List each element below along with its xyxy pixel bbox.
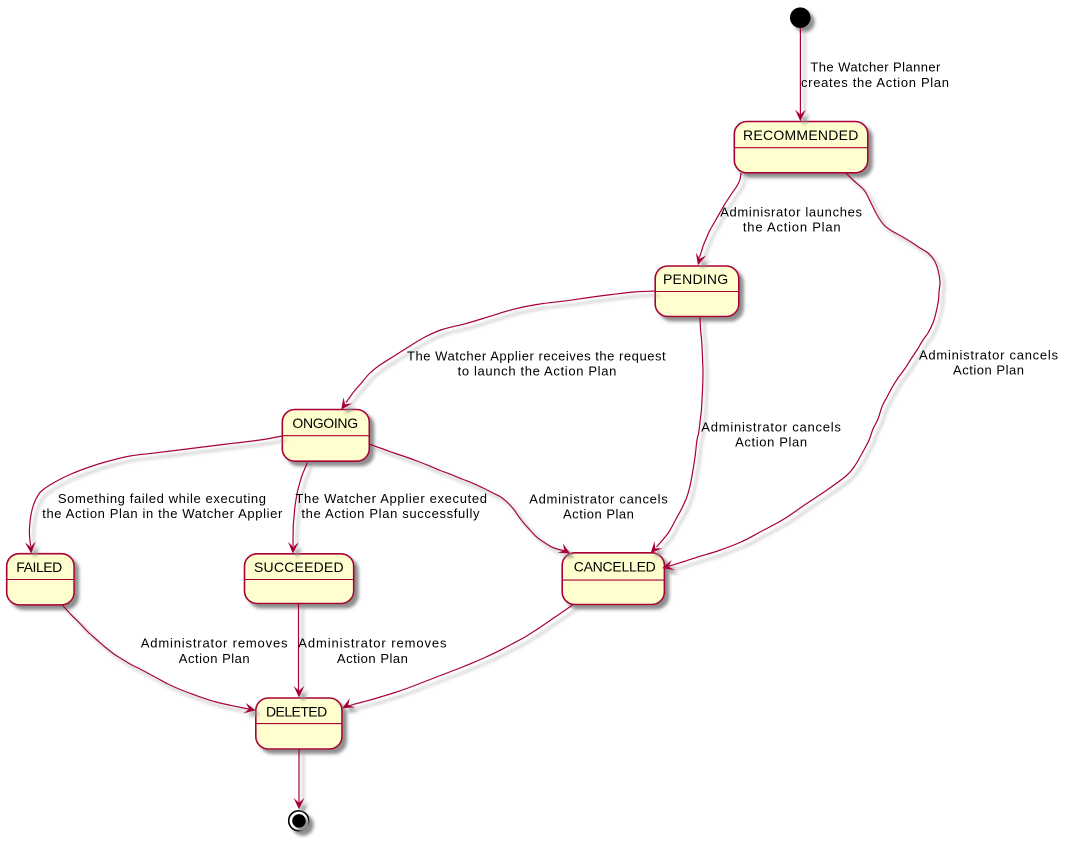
svg-text:Action Plan: Action Plan xyxy=(179,651,250,666)
svg-text:the Action Plan successfully: the Action Plan successfully xyxy=(301,506,480,521)
svg-text:Something failed while executi: Something failed while executing xyxy=(58,491,266,506)
svg-text:Action Plan: Action Plan xyxy=(953,362,1024,377)
svg-text:Administrator removes: Administrator removes xyxy=(298,636,447,651)
svg-text:The Watcher Applier receives t: The Watcher Applier receives the request xyxy=(407,348,666,363)
svg-text:The Watcher Applier executed: The Watcher Applier executed xyxy=(295,491,487,506)
svg-text:Administrator removes: Administrator removes xyxy=(141,636,288,651)
svg-text:Action Plan: Action Plan xyxy=(337,651,408,666)
svg-text:Administrator cancels: Administrator cancels xyxy=(701,419,841,434)
svg-text:Administrator cancels: Administrator cancels xyxy=(529,491,668,506)
svg-text:Action Plan: Action Plan xyxy=(563,506,634,521)
svg-text:Adminisrator launches: Adminisrator launches xyxy=(720,204,862,219)
svg-text:CANCELLED: CANCELLED xyxy=(574,559,656,575)
svg-text:ONGOING: ONGOING xyxy=(292,415,358,431)
svg-text:FAILED: FAILED xyxy=(16,559,62,575)
svg-text:Administrator cancels: Administrator cancels xyxy=(919,347,1059,362)
svg-text:RECOMMENDED: RECOMMENDED xyxy=(743,127,858,143)
svg-text:PENDING: PENDING xyxy=(663,271,728,287)
svg-text:the Action Plan in the Watcher: the Action Plan in the Watcher Applier xyxy=(42,506,283,521)
svg-text:SUCCEEDED: SUCCEEDED xyxy=(254,559,344,575)
svg-text:creates the Action Plan: creates the Action Plan xyxy=(801,75,949,90)
svg-text:the Action Plan: the Action Plan xyxy=(743,219,841,234)
svg-text:DELETED: DELETED xyxy=(266,703,327,719)
svg-text:The Watcher Planner: The Watcher Planner xyxy=(810,60,941,75)
svg-text:to launch the Action Plan: to launch the Action Plan xyxy=(458,364,617,379)
svg-text:Action Plan: Action Plan xyxy=(735,435,807,450)
